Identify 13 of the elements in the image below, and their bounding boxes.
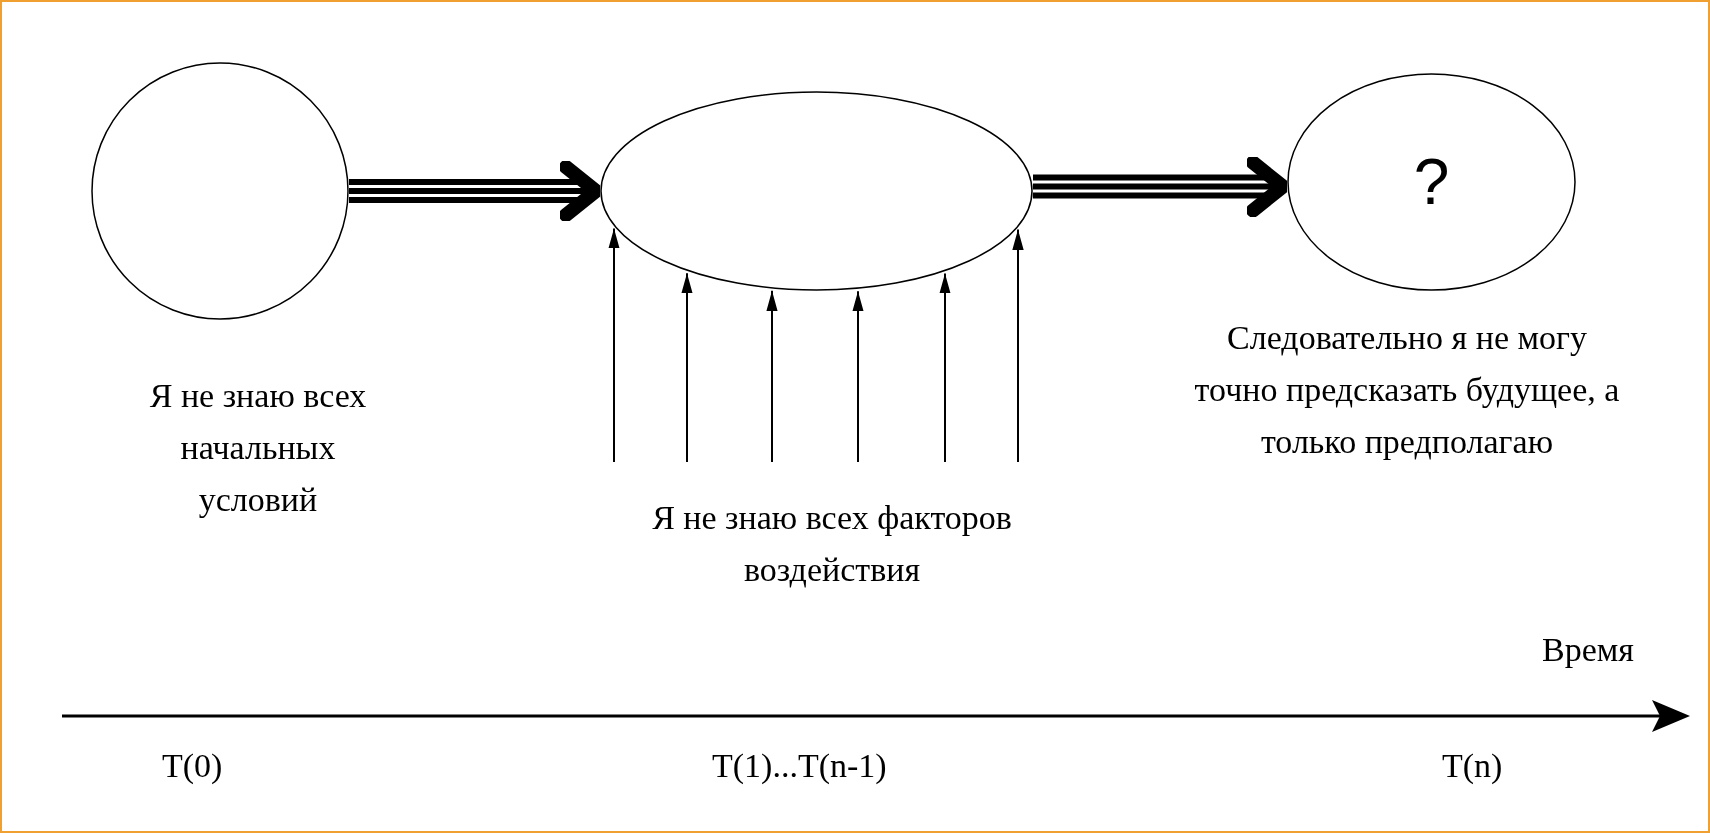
arrow	[1030, 155, 1290, 218]
question-mark: ?	[1413, 150, 1450, 214]
time-label: T(n)	[1442, 746, 1503, 786]
node-caption: Я не знаю всех начальных условий	[148, 376, 368, 520]
node-caption: Следовательно я не могу точно предсказать будущее, а только предполагаю	[1193, 318, 1621, 462]
ellipse-node	[1287, 73, 1576, 291]
circle-node	[91, 62, 349, 320]
caption: Я не знаю всех факторов воздействия	[651, 498, 1013, 590]
axis-label: Время	[1542, 630, 1634, 670]
arrow	[346, 160, 603, 222]
time-label: T(0)	[162, 746, 223, 786]
time-label: T(1)...T(n-1)	[712, 746, 887, 786]
ellipse-node	[600, 91, 1033, 291]
